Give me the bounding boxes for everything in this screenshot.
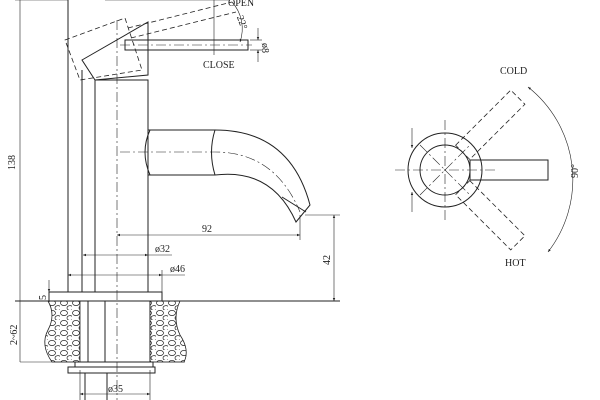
base-plate <box>48 291 163 302</box>
close-label: CLOSE <box>203 60 235 71</box>
base-diameter-label: ø46 <box>170 264 185 275</box>
counter-section-left <box>44 300 81 363</box>
side-view: 22° OPEN CLOSE ø8 138 92 42 ø32 ø46 <box>7 0 340 400</box>
height-label: 138 <box>7 155 18 170</box>
cold-label: COLD <box>500 66 527 77</box>
rotation-arc <box>527 86 574 253</box>
spout <box>148 129 311 223</box>
lever-angle-label: 22° <box>234 14 249 31</box>
hot-label: HOT <box>505 258 526 269</box>
open-label: OPEN <box>228 0 254 9</box>
supply-pipe <box>84 372 108 400</box>
faucet-body <box>94 79 149 293</box>
shank-diameter-label: ø35 <box>108 384 123 395</box>
plate-thickness-label: 5 <box>38 295 49 300</box>
lever-diameter-label: ø8 <box>259 43 270 53</box>
top-view: COLD HOT 90° <box>395 66 581 269</box>
rotation-angle-label: 90° <box>570 164 581 178</box>
handle-base-outer <box>407 132 483 208</box>
spout-reach-label: 92 <box>202 224 212 235</box>
handle-block <box>81 21 149 81</box>
spout-height-label: 42 <box>322 255 333 265</box>
counter-thickness-label: 2~62 <box>9 325 20 345</box>
body-diameter-label: ø32 <box>155 244 170 255</box>
mounting-nut <box>67 366 156 374</box>
counter-section-right <box>149 300 187 363</box>
